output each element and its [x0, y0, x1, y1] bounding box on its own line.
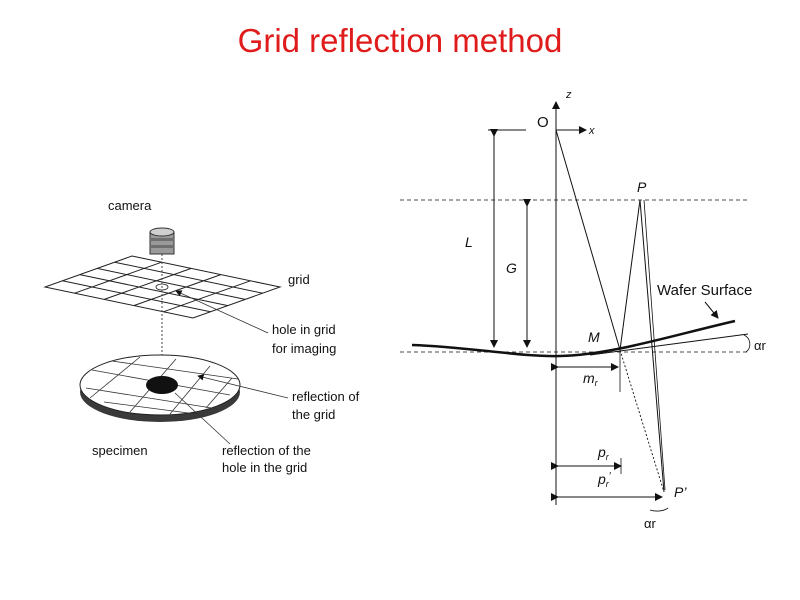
hole-reflection — [146, 376, 178, 394]
refl-grid-callout-arrow — [197, 374, 289, 399]
label-alpha-right: αr — [754, 338, 767, 353]
label-z: z — [565, 89, 572, 101]
label-refl-hole-line1: reflection of the — [222, 443, 311, 458]
label-hole-line1: hole in grid — [272, 322, 336, 337]
hole-callout-arrow — [175, 290, 269, 334]
refl-hole-callout-line — [174, 392, 231, 445]
label-m: M — [588, 329, 600, 345]
label-refl-grid-line1: reflection of — [292, 389, 360, 404]
wafer-pointer-arrow — [704, 301, 719, 319]
setup-illustration: camera grid — [43, 198, 360, 475]
alpha-arc-bottom — [649, 507, 669, 512]
slide-title: Grid reflection method — [237, 22, 563, 59]
label-p-prime: P’ — [674, 484, 687, 500]
label-hole-line2: for imaging — [272, 341, 336, 356]
geometry-diagram: z x O L G Wafer Surface αr P M — [400, 89, 767, 531]
ray-origin-to-m — [555, 129, 621, 351]
specimen-disk — [79, 354, 241, 422]
label-p-r: pr — [597, 444, 610, 462]
ray-m-to-p — [619, 199, 641, 351]
alpha-arc-right — [743, 334, 751, 353]
label-grid: grid — [288, 272, 310, 287]
ray-m-to-p-prime-dotted — [619, 349, 665, 493]
label-g: G — [506, 260, 517, 276]
label-refl-grid-line2: the grid — [292, 407, 335, 422]
ray-p-vertical — [643, 199, 666, 491]
label-wafer-surface: Wafer Surface — [657, 282, 752, 299]
label-alpha-bottom: αr — [644, 516, 657, 531]
label-p-r-prime: pr′ — [597, 471, 612, 489]
label-m-r: mr — [583, 370, 599, 388]
label-origin: O — [537, 114, 549, 131]
label-l: L — [465, 234, 473, 250]
label-refl-hole-line2: hole in the grid — [222, 460, 307, 475]
label-p: P — [637, 179, 647, 195]
label-specimen: specimen — [92, 443, 148, 458]
camera-icon — [149, 227, 175, 255]
grid-plane — [43, 255, 282, 319]
wafer-surface-curve — [411, 319, 736, 358]
tangent-line — [589, 333, 749, 356]
label-x: x — [588, 125, 595, 137]
ray-p-to-p-prime — [639, 199, 665, 493]
label-camera: camera — [108, 198, 152, 213]
